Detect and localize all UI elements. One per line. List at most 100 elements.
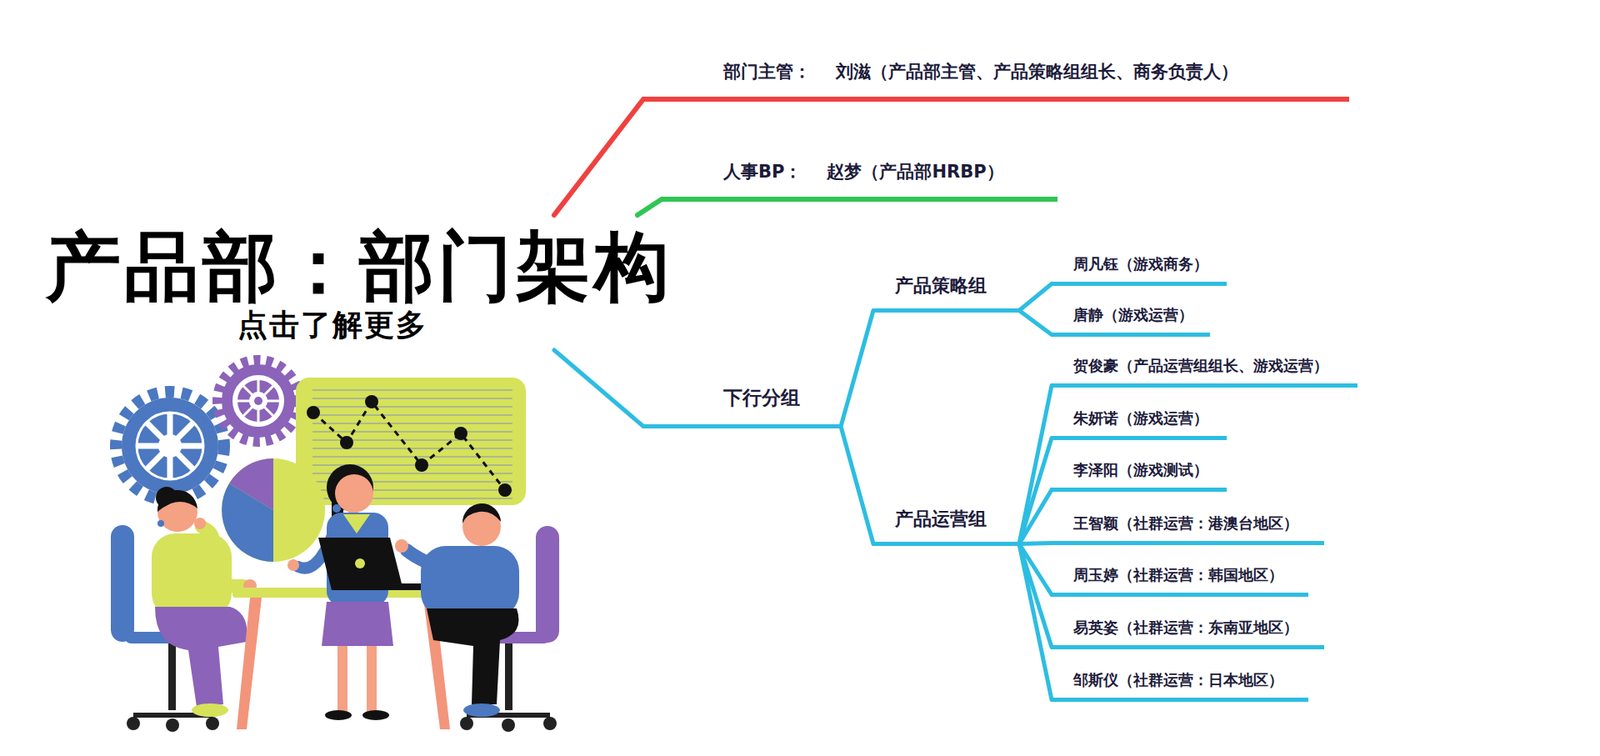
branch-line [1019, 310, 1052, 335]
central-topic: 产品部：部门架构点击了解更多 [41, 215, 681, 350]
illustration-part [151, 533, 232, 617]
branch-line [637, 199, 662, 215]
node-label-row: 人事BP： 赵梦（产品部HRBP） [723, 160, 1005, 184]
node-label: 朱妍诺（游戏运营） [1073, 408, 1209, 428]
title-text: 产品部：部门架构 [45, 226, 681, 307]
illustration-part [415, 458, 429, 472]
node-label: 唐静（游戏运营） [1073, 305, 1194, 325]
node-label-row: 李泽阳（游戏测试） [1073, 460, 1209, 480]
illustration-part [126, 716, 140, 730]
illustration-part [498, 483, 512, 497]
node-label: 邹斯仪（社群运营：日本地区） [1073, 670, 1284, 690]
branch-line [840, 426, 874, 545]
branch-node: 唐静（游戏运营） [1050, 296, 1210, 337]
illustration-part [158, 434, 182, 458]
node-label: 产品策略组 [895, 273, 987, 298]
node-label-row: 邹斯仪（社群运营：日本地区） [1073, 670, 1284, 690]
branch-line [1019, 284, 1052, 311]
illustration-part [235, 377, 282, 425]
illustration-part [306, 405, 320, 420]
blue-gear [115, 391, 225, 500]
node-label-row: 贺俊豪（产品运营组组长、游戏运营） [1073, 355, 1329, 375]
illustration-part [287, 559, 300, 571]
branch-line [1019, 543, 1052, 545]
node-label-row: 周凡钰（游戏商务） [1073, 254, 1209, 274]
branch-node: 易英姿（社群运营：东南亚地区） [1050, 609, 1325, 650]
illustration-part [155, 606, 248, 707]
illustration-part [454, 426, 468, 440]
node-label: 王智颖（社群运营：港澳台地区） [1073, 513, 1299, 533]
illustration-part [115, 391, 225, 500]
illustration-part [543, 716, 557, 730]
node-label: 产品运营组 [895, 506, 987, 531]
branch-node: 李泽阳（游戏测试） [1050, 451, 1227, 492]
node-label-row: 朱妍诺（游戏运营） [1073, 408, 1209, 428]
illustration-part [337, 645, 348, 713]
illustration-part [205, 716, 220, 730]
illustration-part [236, 597, 262, 730]
illustration-part [535, 525, 560, 643]
branch-line [554, 99, 644, 215]
branch-line [554, 350, 644, 427]
right-person [395, 503, 520, 717]
illustration-part [462, 503, 501, 524]
illustration-part [420, 545, 520, 618]
illustration-part [254, 396, 263, 405]
node-label: 周凡钰（游戏商务） [1073, 254, 1209, 274]
node-label: 下行分组 [723, 385, 800, 410]
node-label-row: 周玉婷（社群运营：韩国地区） [1073, 565, 1284, 585]
illustration-part [331, 583, 432, 590]
branch-line [1019, 544, 1052, 700]
branch-node: 贺俊豪（产品运营组组长、游戏运营） [1050, 347, 1358, 388]
illustration-part [343, 514, 370, 534]
purple-gear [217, 360, 300, 442]
illustration-part [318, 537, 404, 590]
branch-node: 下行分组 [642, 378, 842, 429]
illustration-part [201, 526, 213, 552]
node-label-row: 下行分组 [723, 385, 800, 410]
illustration-part [366, 645, 377, 713]
node-label-row: 易英姿（社群运营：东南亚地区） [1073, 617, 1299, 637]
node-label: 李泽阳（游戏测试） [1073, 460, 1209, 480]
branch-line [1019, 438, 1052, 545]
illustration-part [157, 520, 165, 527]
branch-line [1019, 490, 1052, 545]
illustration-part [235, 377, 282, 425]
branch-node: 周凡钰（游戏商务） [1050, 245, 1227, 286]
node-label: 周玉婷（社群运营：韩国地区） [1073, 565, 1284, 585]
illustration-part [136, 412, 204, 480]
middle-person [287, 464, 394, 720]
illustration-part [426, 608, 520, 705]
branch-node: 产品运营组 [872, 499, 1020, 546]
node-label: 易英姿（社群运营：东南亚地区） [1073, 617, 1299, 637]
illustration-part [217, 360, 300, 442]
illustration-part [355, 558, 365, 569]
node-label-row: 部门主管：刘滋（产品部主管、产品策略组组长、商务负责人） [723, 60, 1239, 84]
illustration-part [249, 391, 268, 410]
illustration-part [460, 716, 474, 730]
illustration-part [221, 364, 295, 438]
illustration-part [335, 474, 374, 513]
illustration-part [168, 643, 176, 710]
subtitle-text: 点击了解更多 [237, 306, 681, 344]
illustration-part [121, 397, 219, 495]
node-label: 部门主管： [723, 60, 811, 84]
node-label-row: 唐静（游戏运营） [1073, 305, 1194, 325]
branch-node: 部门主管：刘滋（产品部主管、产品策略组组长、商务负责人） [642, 51, 1350, 102]
node-label-row: 产品策略组 [895, 273, 987, 298]
branch-node: 人事BP： 赵梦（产品部HRBP） [660, 151, 1058, 202]
branch-node: 产品策略组 [872, 265, 1020, 313]
illustration-part [362, 710, 390, 720]
illustration-part [365, 395, 379, 409]
branch-line [1019, 385, 1052, 545]
node-label: 贺俊豪（产品运营组组长、游戏运营） [1073, 355, 1329, 375]
illustration-part [165, 718, 180, 732]
node-label: 人事BP： [723, 160, 802, 184]
illustration-part [221, 458, 325, 562]
illustration-part [501, 718, 515, 732]
branch-node: 朱妍诺（游戏运营） [1050, 400, 1227, 440]
node-label: 赵梦（产品部HRBP） [826, 160, 1004, 184]
branch-node: 邹斯仪（社群运营：日本地区） [1050, 661, 1309, 702]
illustration-part [321, 601, 394, 646]
